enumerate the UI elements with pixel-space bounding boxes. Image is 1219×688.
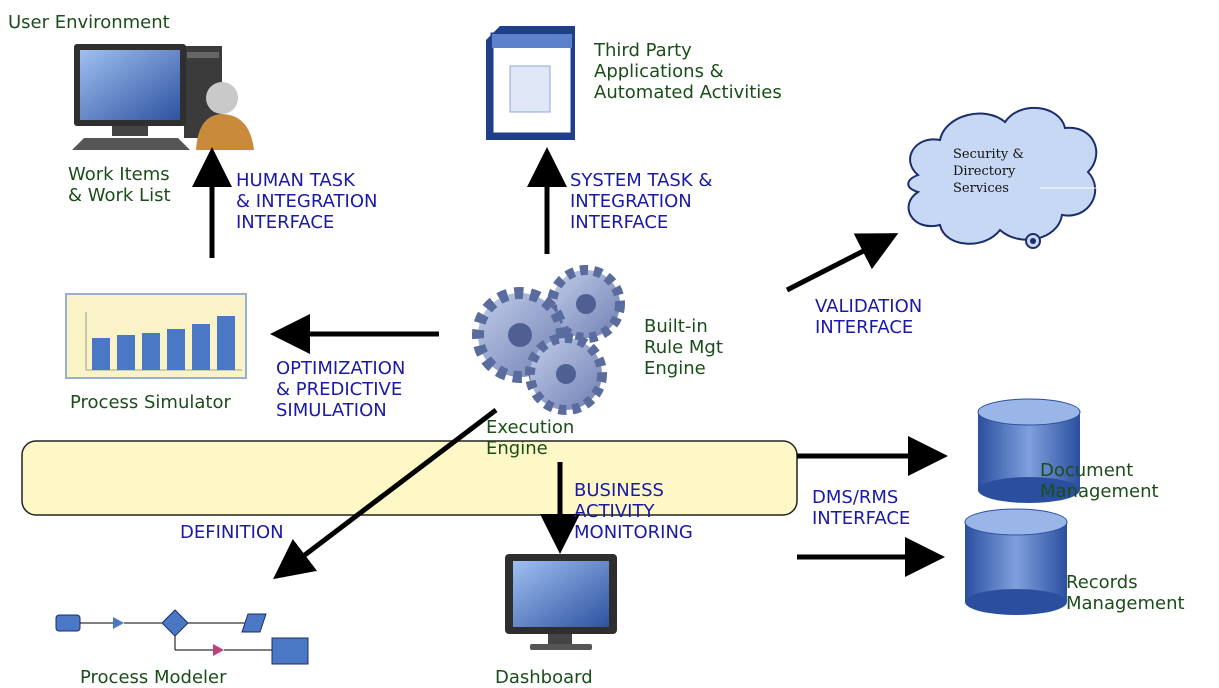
rule-engine-label: Built-in Rule Mgt Engine	[644, 316, 723, 379]
process-modeler-label: Process Modeler	[80, 667, 227, 688]
monitor-with-user-icon	[72, 44, 254, 150]
document-management-label: Document Management	[1040, 460, 1159, 502]
execution-engine-label: Execution Engine	[486, 417, 575, 459]
database-stack-icon	[977, 398, 1081, 503]
system-task-interface-label: SYSTEM TASK & INTEGRATION INTERFACE	[570, 170, 713, 233]
third-party-label: Third Party Applications & Automated Act…	[594, 40, 782, 103]
security-label: Security & Directory Services	[953, 147, 1024, 196]
validation-interface-label: VALIDATION INTERFACE	[815, 296, 923, 338]
validation-arrow	[785, 233, 899, 293]
user-environment-label: User Environment	[8, 12, 170, 33]
dms-rms-interface-label: DMS/RMS INTERFACE	[812, 487, 911, 529]
dashboard-label: Dashboard	[495, 667, 593, 688]
application-window-icon	[486, 26, 575, 140]
records-management-label: Records Management	[1066, 572, 1185, 614]
bar-chart-icon	[65, 293, 247, 379]
dashboard-monitor-icon	[505, 554, 617, 650]
database-stack-icon	[964, 508, 1068, 615]
optimization-interface-label: OPTIMIZATION & PREDICTIVE SIMULATION	[276, 358, 406, 421]
process-simulator-label: Process Simulator	[70, 392, 231, 413]
flowchart-icon	[55, 609, 309, 665]
definition-interface-label: DEFINITION	[180, 522, 284, 543]
gears-icon	[472, 265, 625, 415]
work-items-label: Work Items & Work List	[68, 164, 171, 206]
cloud-icon	[907, 106, 1110, 249]
connection-arrows	[192, 147, 948, 580]
human-task-interface-label: HUMAN TASK & INTEGRATION INTERFACE	[236, 170, 378, 233]
bam-interface-label: BUSINESS ACTIVITY MONITORING	[574, 480, 693, 543]
definition-arrow	[273, 408, 498, 580]
